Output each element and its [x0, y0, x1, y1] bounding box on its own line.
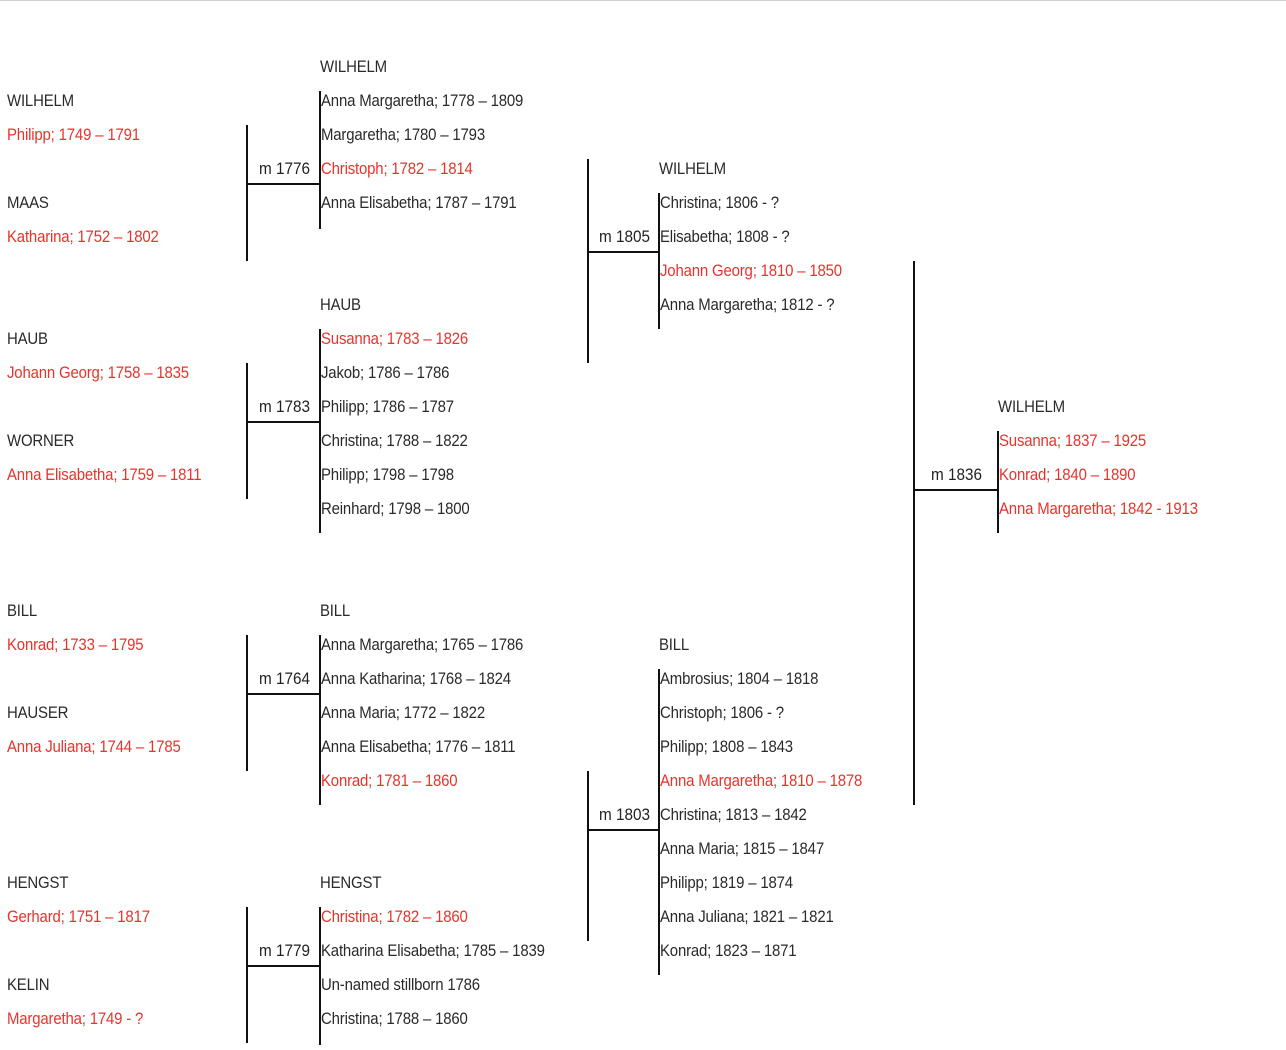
child-entry: Susanna; 1783 – 1826 [321, 329, 469, 348]
children-line [319, 635, 321, 805]
child-entry: Margaretha; 1780 – 1793 [321, 125, 485, 144]
person-katharina: Katharina; 1752 – 1802 [7, 227, 159, 246]
person-anna-juliana: Anna Juliana; 1744 – 1785 [7, 737, 181, 756]
top-border [0, 0, 1286, 1]
child-entry: Katharina Elisabetha; 1785 – 1839 [321, 941, 545, 960]
bracket-konrad-christina [587, 771, 589, 941]
child-entry: Konrad; 1823 – 1871 [660, 941, 797, 960]
connector-m1805 [587, 251, 659, 253]
child-entry: Philipp; 1798 – 1798 [321, 465, 454, 484]
child-entry: Christoph; 1782 – 1814 [321, 159, 473, 178]
surname-hauser: HAUSER [7, 703, 69, 722]
child-entry: Christina; 1813 – 1842 [660, 805, 807, 824]
child-entry: Un-named stillborn 1786 [321, 975, 480, 994]
child-entry: Philipp; 1819 – 1874 [660, 873, 793, 892]
surname-worner: WORNER [7, 431, 75, 450]
child-entry: Ambrosius; 1804 – 1818 [660, 669, 819, 688]
child-entry: Christoph; 1806 - ? [660, 703, 784, 722]
children-line [319, 91, 321, 229]
child-entry: Anna Maria; 1815 – 1847 [660, 839, 824, 858]
surname-wilhelm-gen1: WILHELM [7, 91, 74, 110]
child-entry: Konrad; 1781 – 1860 [321, 771, 458, 790]
family-surname: HENGST [320, 873, 382, 892]
child-entry: Philipp; 1786 – 1787 [321, 397, 454, 416]
child-entry: Reinhard; 1798 – 1800 [321, 499, 470, 518]
child-entry: Susanna; 1837 – 1925 [999, 431, 1147, 450]
family-surname: WILHELM [659, 159, 726, 178]
children-line [319, 329, 321, 533]
children-line [658, 669, 660, 975]
connector-m1803 [587, 829, 659, 831]
surname-maas: MAAS [7, 193, 49, 212]
bracket-haub-worner [246, 363, 248, 499]
child-entry: Anna Juliana; 1821 – 1821 [660, 907, 834, 926]
child-entry: Anna Maria; 1772 – 1822 [321, 703, 485, 722]
bracket-johann-georg-anna-margaretha [913, 261, 915, 805]
children-line [997, 431, 999, 533]
marriage-label-1779: m 1779 [258, 941, 310, 960]
child-entry: Christina; 1806 - ? [660, 193, 779, 212]
child-entry: Anna Margaretha; 1812 - ? [660, 295, 835, 314]
children-line [319, 907, 321, 1045]
child-entry: Johann Georg; 1810 – 1850 [660, 261, 842, 280]
child-entry: Anna Katharina; 1768 – 1824 [321, 669, 511, 688]
marriage-label-1764: m 1764 [258, 669, 310, 688]
family-surname: BILL [320, 601, 351, 620]
person-konrad: Konrad; 1733 – 1795 [7, 635, 144, 654]
connector-m1776 [246, 183, 320, 185]
surname-kelin: KELIN [7, 975, 50, 994]
family-surname: HAUB [320, 295, 361, 314]
child-entry: Christina; 1788 – 1822 [321, 431, 468, 450]
child-entry: Christina; 1782 – 1860 [321, 907, 468, 926]
person-philipp: Philipp; 1749 – 1791 [7, 125, 140, 144]
person-anna-elisabetha: Anna Elisabetha; 1759 – 1811 [7, 465, 202, 484]
child-entry: Anna Elisabetha; 1776 – 1811 [321, 737, 516, 756]
bracket-bill-hauser [246, 635, 248, 771]
family-surname: BILL [659, 635, 690, 654]
surname-bill-gen1: BILL [7, 601, 38, 620]
bracket-christoph-susanna [587, 159, 589, 363]
child-entry: Elisabetha; 1808 - ? [660, 227, 790, 246]
marriage-label-1836: m 1836 [930, 465, 982, 484]
surname-hengst-gen1: HENGST [7, 873, 69, 892]
bracket-hengst-kelin [246, 907, 248, 1043]
family-surname: WILHELM [320, 57, 387, 76]
connector-m1836 [913, 489, 998, 491]
person-margaretha: Margaretha; 1749 - ? [7, 1009, 144, 1028]
child-entry: Konrad; 1840 – 1890 [999, 465, 1136, 484]
connector-m1779 [246, 965, 320, 967]
child-entry: Anna Elisabetha; 1787 – 1791 [321, 193, 517, 212]
child-entry: Jakob; 1786 – 1786 [321, 363, 450, 382]
person-gerhard: Gerhard; 1751 – 1817 [7, 907, 150, 926]
child-entry: Anna Margaretha; 1842 - 1913 [999, 499, 1198, 518]
child-entry: Anna Margaretha; 1778 – 1809 [321, 91, 524, 110]
marriage-label-1805: m 1805 [598, 227, 650, 246]
children-line [658, 193, 660, 329]
bracket-wilhelm-maas [246, 125, 248, 261]
child-entry: Christina; 1788 – 1860 [321, 1009, 468, 1028]
child-entry: Anna Margaretha; 1810 – 1878 [660, 771, 863, 790]
person-johann-georg: Johann Georg; 1758 – 1835 [7, 363, 189, 382]
child-entry: Anna Margaretha; 1765 – 1786 [321, 635, 524, 654]
child-entry: Philipp; 1808 – 1843 [660, 737, 793, 756]
connector-m1783 [246, 421, 320, 423]
connector-m1764 [246, 693, 320, 695]
marriage-label-1803: m 1803 [598, 805, 650, 824]
marriage-label-1783: m 1783 [258, 397, 310, 416]
marriage-label-1776: m 1776 [258, 159, 310, 178]
family-surname: WILHELM [998, 397, 1065, 416]
surname-haub-gen1: HAUB [7, 329, 48, 348]
